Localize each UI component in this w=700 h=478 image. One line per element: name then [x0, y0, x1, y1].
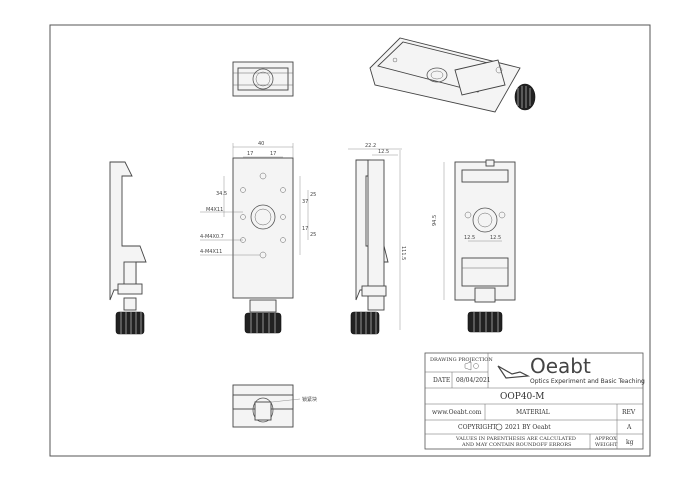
front-dimension-labels: 40 17 17 37 17 25 25 34.5 M4X11 4-M4X0.7… [200, 141, 316, 255]
disclaimer-line2: AND MAY CONTAIN ROUNDOFF ERRORS [461, 442, 572, 448]
approx-weight-label-2: WEIGHT [595, 442, 618, 448]
front-view [200, 143, 309, 334]
top-view-small [232, 61, 294, 97]
back-dimension-labels: 94.5 12.5 12.5 [432, 215, 501, 241]
right-side-view [348, 148, 402, 335]
dim-width-total: 40 [258, 141, 264, 147]
date-label: DATE [433, 377, 450, 384]
disclaimer-line1: VALUES IN PARENTHESIS ARE CALCULATED [455, 436, 576, 442]
rev-value: A [626, 424, 632, 431]
brand-name: Oeabt [530, 354, 591, 378]
bottom-view: 锁紧块 [232, 384, 317, 428]
title-block: DRAWING PROJECTION DATE 08/04/2021 Oeabt… [424, 352, 645, 450]
isometric-view [369, 37, 536, 113]
dim-right-height: 94.5 [432, 215, 438, 226]
dim-hole-m4dep: 4-M4X11 [200, 249, 222, 255]
dim-half-left: 17 [247, 151, 253, 157]
dim-vert-25a: 25 [310, 192, 316, 198]
dim-vert-17: 17 [302, 226, 308, 232]
website: www.Oeabt.com [432, 409, 482, 416]
dim-vert-37: 37 [302, 199, 308, 205]
brand-tagline: Optics Experiment and Basic Teaching [530, 378, 645, 385]
material-label: MATERIAL [516, 409, 550, 416]
copyright-label: COPYRIGHT [458, 424, 496, 431]
dim-small-a: 12.5 [464, 235, 475, 241]
projection-symbol [464, 361, 479, 371]
right-dimension-labels: 22.2 12.5 111.5 [365, 143, 406, 260]
rev-label: REV [622, 409, 636, 416]
bottom-note: 锁紧块 [302, 396, 317, 403]
dim-side-top: 22.2 [365, 143, 376, 149]
projection-label: DRAWING PROJECTION [430, 357, 493, 363]
weight-unit: kg [626, 439, 634, 446]
copyright-symbol [495, 423, 503, 431]
dim-height-total: 111.5 [400, 246, 406, 260]
back-view [443, 159, 516, 333]
dim-left-34: 34.5 [216, 191, 227, 197]
dim-vert-25b: 25 [310, 232, 316, 238]
left-side-view [109, 161, 147, 335]
dim-hole-m4-7: 4-M4X0.7 [200, 234, 224, 240]
dim-small-b: 12.5 [490, 235, 501, 241]
dim-hole-m4: M4X11 [206, 207, 223, 213]
sheet-border [49, 24, 651, 457]
date-value: 08/04/2021 [456, 377, 491, 384]
copyright-value: 2021 BY Oeabt [505, 424, 551, 431]
part-number: OOP40-M [500, 392, 545, 402]
dim-half-right: 17 [270, 151, 276, 157]
approx-weight-label-1: APPROX [594, 436, 617, 442]
oeabt-logo: Oeabt Optics Experiment and Basic Teachi… [497, 354, 645, 385]
dim-side-offset: 12.5 [378, 149, 389, 155]
